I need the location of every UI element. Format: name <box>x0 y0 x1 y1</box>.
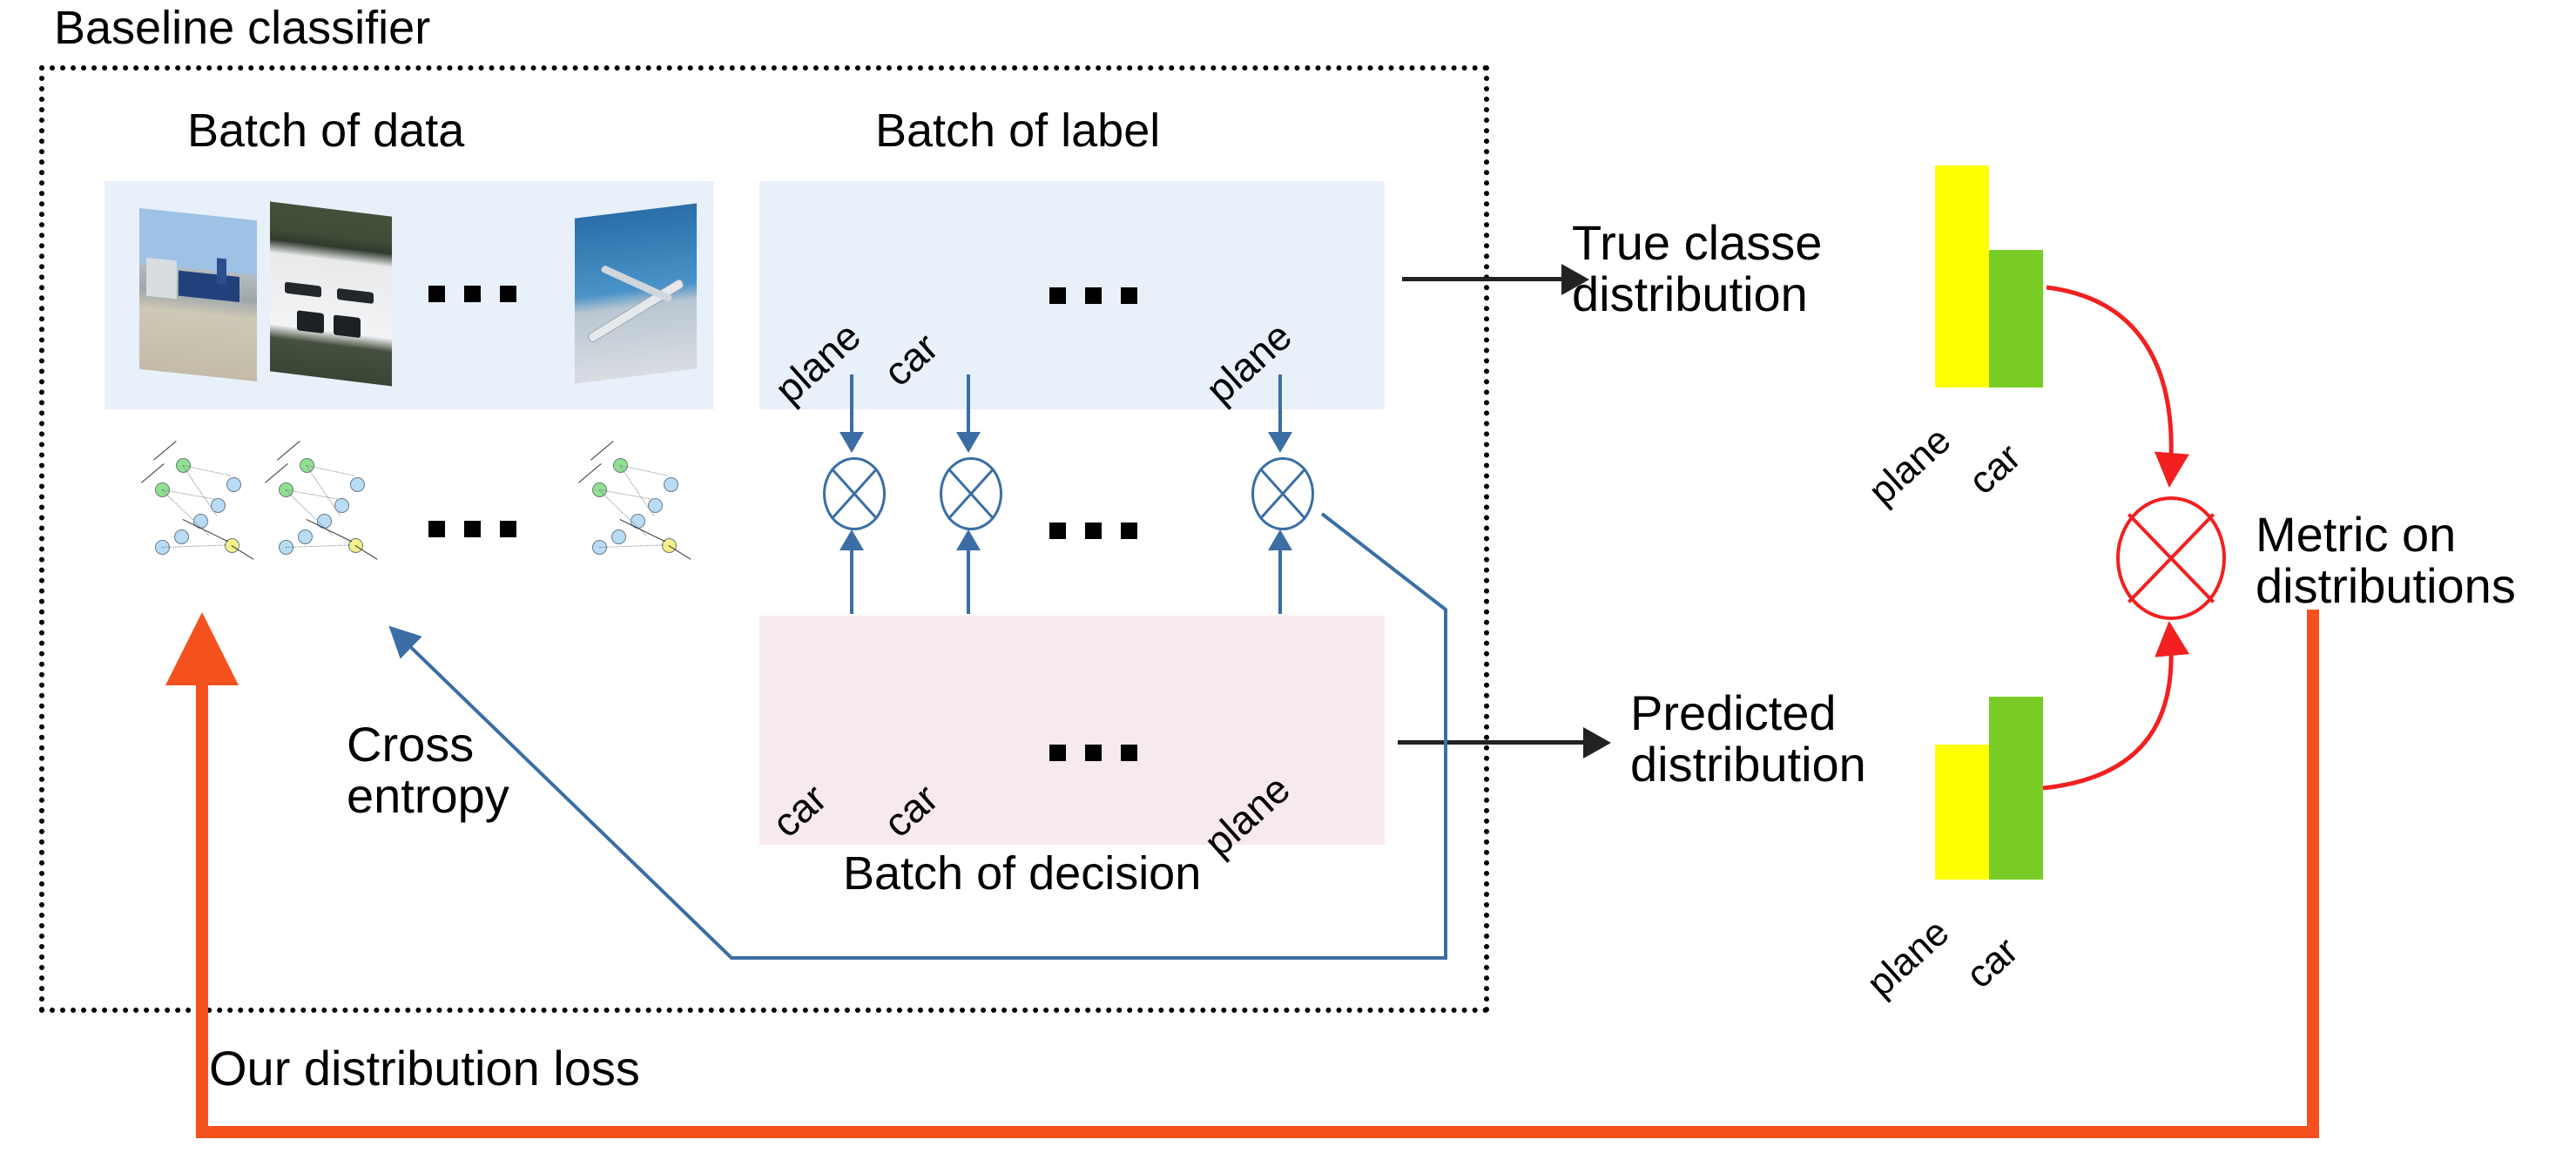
arrow-label-to-op-3 <box>1268 374 1292 453</box>
batch-of-data-title: Batch of data <box>187 105 465 157</box>
ellipsis-operators <box>1049 523 1137 539</box>
batch-of-decision-panel <box>759 616 1385 845</box>
arrow-decision-to-op-1 <box>840 529 864 614</box>
bar-car-true <box>1989 250 2043 388</box>
bar-car-pred <box>1989 697 2043 880</box>
our-distribution-loss-label: Our distribution loss <box>209 1041 640 1096</box>
batch-of-label-title: Batch of label <box>875 105 1161 157</box>
thumbnail-car <box>270 201 392 387</box>
bar-plane-pred <box>1935 745 1989 880</box>
arrow-label-to-op-1 <box>840 374 864 453</box>
cross-circle-operator-1 <box>823 457 886 530</box>
arrow-decision-to-op-3 <box>1268 529 1292 614</box>
true-class-distribution-chart <box>1935 165 2066 388</box>
network-glyph-1 <box>138 441 254 564</box>
arrow-decision-to-op-2 <box>956 529 981 614</box>
tick-label-plane-pred: plane <box>1858 910 1958 1006</box>
true-class-distribution-label: True classe distribution <box>1572 215 1823 321</box>
network-glyph-3 <box>575 441 691 564</box>
batch-of-decision-title: Batch of decision <box>843 847 1202 900</box>
tick-label-car-true: car <box>1960 435 2029 503</box>
tick-label-car-pred: car <box>1958 928 2026 997</box>
figure-title: Baseline classifier <box>54 2 431 54</box>
ellipsis-networks <box>428 521 516 537</box>
metric-on-distributions-label: Metric on distributions <box>2256 507 2516 613</box>
arrow-decision-to-predicted-distribution <box>1398 727 1611 759</box>
ellipsis-batch-of-decision <box>1049 745 1137 761</box>
arrow-label-to-true-distribution <box>1402 264 1589 295</box>
ellipsis-batch-of-label <box>1049 287 1137 304</box>
cross-entropy-label: Cross entropy <box>347 717 509 823</box>
predicted-distribution-chart <box>1935 697 2066 880</box>
batch-of-label-panel <box>759 181 1385 409</box>
predicted-distribution-label: Predicted distribution <box>1630 685 1866 792</box>
cross-circle-operator-2 <box>940 457 1002 530</box>
cross-circle-operator-3 <box>1251 457 1314 530</box>
metric-cross-circle-operator <box>2116 496 2226 620</box>
thumbnail-airplane-1 <box>139 207 257 382</box>
thumbnail-airplane-2 <box>575 203 697 384</box>
tick-label-plane-true: plane <box>1860 418 1959 514</box>
bar-plane-true <box>1935 165 1989 388</box>
arrow-label-to-op-2 <box>956 374 981 453</box>
ellipsis-batch-of-data <box>428 286 516 302</box>
network-glyph-2 <box>261 441 378 564</box>
